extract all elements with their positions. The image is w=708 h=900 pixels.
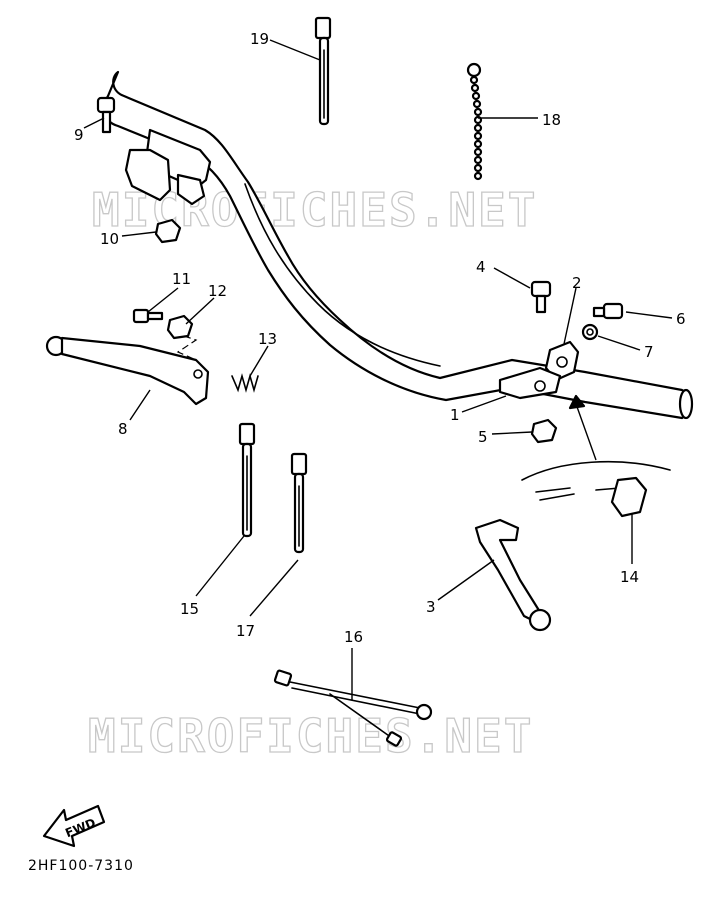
bolt-11 [132, 308, 164, 324]
callout-17: 17 [236, 622, 255, 640]
cable-tie-17 [290, 452, 308, 554]
callout-3: 3 [426, 598, 436, 616]
handlebar-clamp [124, 128, 212, 206]
lever-holder-2 [544, 340, 580, 382]
callout-1: 1 [450, 406, 460, 424]
screw-6 [592, 302, 624, 320]
watermark-bottom: MICROFICHES.NET [88, 709, 533, 763]
callout-7: 7 [644, 343, 654, 361]
switch-inset-14 [521, 460, 671, 518]
callout-15: 15 [180, 600, 199, 618]
washer-7 [581, 323, 599, 341]
bead-chain-18 [466, 62, 483, 181]
callout-10: 10 [100, 230, 119, 248]
leader-lines [83, 39, 673, 700]
bolt-4 [530, 280, 552, 314]
callout-12: 12 [208, 282, 227, 300]
callout-11: 11 [172, 270, 191, 288]
bracket-1 [498, 366, 562, 400]
callout-9: 9 [74, 126, 84, 144]
cable-tie-15 [238, 422, 256, 538]
callout-4: 4 [476, 258, 486, 276]
callout-13: 13 [258, 330, 277, 348]
figure-code: 2HF100-7310 [28, 858, 134, 874]
callout-5: 5 [478, 428, 488, 446]
callout-19: 19 [250, 30, 269, 48]
callout-14: 14 [620, 568, 639, 586]
callout-8: 8 [118, 420, 128, 438]
dashed-guide [176, 335, 198, 361]
nut-5 [530, 418, 558, 444]
callout-18: 18 [542, 111, 561, 129]
nut-10 [154, 218, 182, 244]
bolt-9 [96, 96, 116, 134]
lever-3 [474, 518, 552, 632]
wire-harness-16 [273, 669, 433, 747]
handlebar [102, 70, 694, 420]
fwd-arrow-icon: FWD [42, 804, 106, 848]
callout-16: 16 [344, 628, 363, 646]
callout-2: 2 [572, 274, 582, 292]
nut-12 [166, 314, 194, 340]
lever-8 [45, 335, 210, 406]
inset-arrow [568, 394, 597, 461]
spring-13 [231, 373, 259, 393]
callouts: 19 9 10 18 4 2 6 7 1 5 11 12 13 8 15 17 … [74, 30, 686, 646]
callout-6: 6 [676, 310, 686, 328]
cable-tie-19 [314, 16, 332, 126]
